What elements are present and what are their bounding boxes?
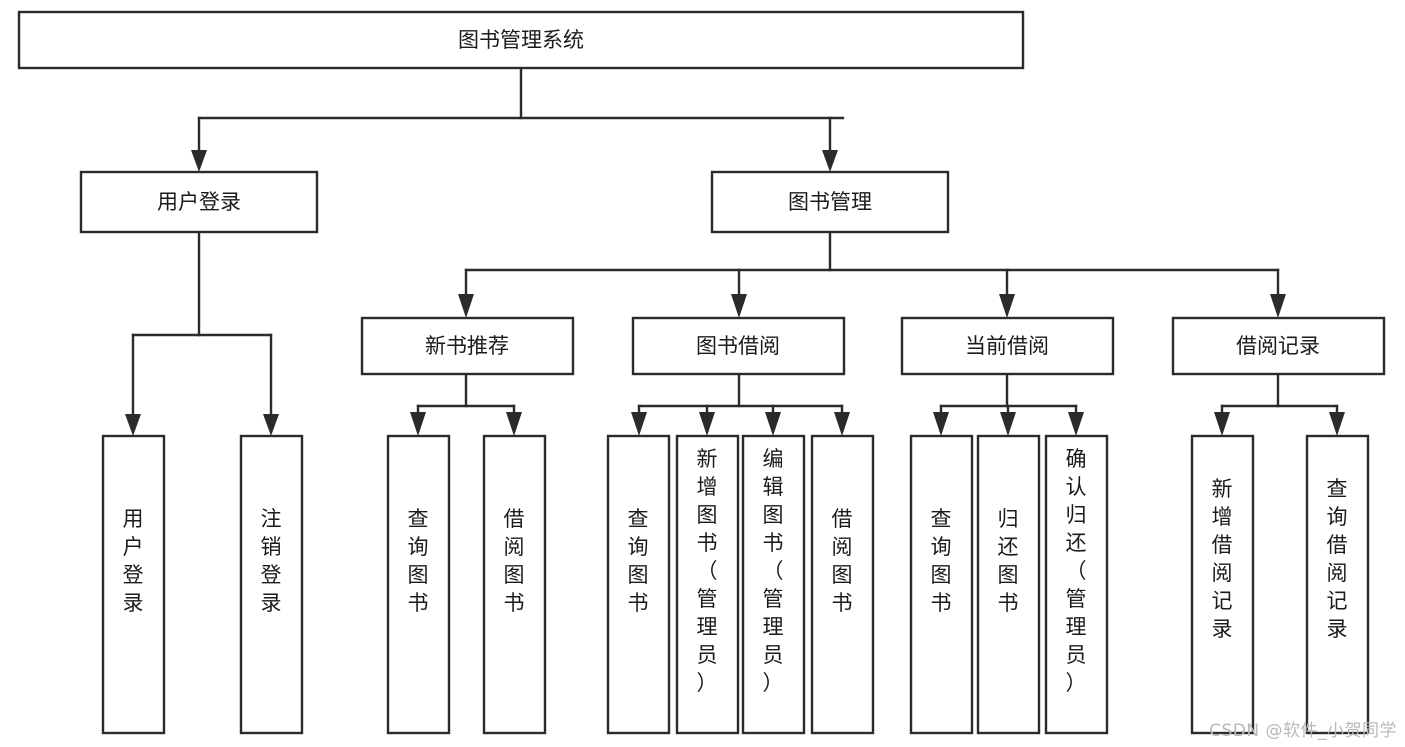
node-leaf-add-record-label: 新增借阅记录	[1212, 477, 1233, 641]
node-leaf-borrow-book-2-label: 借阅图书	[832, 507, 853, 615]
connector-layer	[125, 66, 1345, 436]
node-book-manage[interactable]: 图书管理	[710, 170, 950, 234]
arrow-to-book-borrow	[731, 294, 747, 318]
arrow-to-new-book	[458, 294, 474, 318]
node-leaf-confirm-return-label: 确认归还（管理员）	[1066, 447, 1087, 695]
node-root-label: 图书管理系统	[458, 28, 584, 52]
node-leaf-query-book-3-label: 查询图书	[931, 507, 952, 615]
node-leaf-borrow-book-2-box[interactable]	[810, 434, 875, 735]
node-leaf-logout[interactable]: 注销登录	[239, 434, 304, 735]
node-leaf-query-book-2[interactable]: 查询图书	[606, 434, 671, 735]
node-leaf-query-book-2-box[interactable]	[606, 434, 671, 735]
arrow-to-current-borrow	[999, 294, 1015, 318]
node-leaf-user-login[interactable]: 用户登录	[101, 434, 166, 735]
node-leaf-query-book-1-label: 查询图书	[408, 507, 429, 615]
node-leaf-user-login-box[interactable]	[101, 434, 166, 735]
arrow-leaf-borrow-book-1	[506, 412, 522, 436]
node-new-book-recommend-label: 新书推荐	[425, 334, 509, 358]
node-leaf-query-record-box[interactable]	[1305, 434, 1370, 735]
node-leaf-add-book-box[interactable]	[675, 434, 740, 735]
arrow-leaf-add-record	[1214, 412, 1230, 436]
node-book-borrow[interactable]: 图书借阅	[631, 316, 846, 376]
node-root-box[interactable]	[17, 10, 1025, 70]
node-leaf-borrow-book-1-label: 借阅图书	[504, 507, 525, 615]
node-borrow-record-box[interactable]	[1171, 316, 1386, 376]
node-book-borrow-box[interactable]	[631, 316, 846, 376]
node-leaf-edit-book[interactable]: 编辑图书（管理员）	[741, 434, 806, 735]
node-leaf-add-book-label: 新增图书（管理员）	[697, 447, 718, 695]
node-user-login[interactable]: 用户登录	[79, 170, 319, 234]
node-user-login-label: 用户登录	[157, 190, 241, 214]
arrow-leaf-add-book	[699, 412, 715, 436]
node-leaf-return-book-box[interactable]	[976, 434, 1041, 735]
arrow-leaf-logout	[263, 414, 279, 436]
node-book-borrow-label: 图书借阅	[696, 334, 780, 358]
node-leaf-logout-box[interactable]	[239, 434, 304, 735]
node-root[interactable]: 图书管理系统	[17, 10, 1025, 70]
node-borrow-record[interactable]: 借阅记录	[1171, 316, 1386, 376]
arrow-to-user-login	[191, 150, 207, 172]
node-book-manage-box[interactable]	[710, 170, 950, 234]
arrow-to-borrow-record	[1270, 294, 1286, 318]
arrow-leaf-edit-book	[765, 412, 781, 436]
node-leaf-query-record-label: 查询借阅记录	[1327, 477, 1348, 641]
node-leaf-query-book-3[interactable]: 查询图书	[909, 434, 974, 735]
node-leaf-return-book[interactable]: 归还图书	[976, 434, 1041, 735]
arrow-leaf-borrow-book-2	[834, 412, 850, 436]
node-new-book-recommend-box[interactable]	[360, 316, 575, 376]
node-leaf-borrow-book-1-box[interactable]	[482, 434, 547, 735]
arrow-leaf-return-book	[1000, 412, 1016, 436]
node-leaf-query-book-3-box[interactable]	[909, 434, 974, 735]
arrow-leaf-query-book-2	[631, 412, 647, 436]
node-leaf-edit-book-box[interactable]	[741, 434, 806, 735]
node-leaf-borrow-book-2[interactable]: 借阅图书	[810, 434, 875, 735]
node-leaf-edit-book-label: 编辑图书（管理员）	[763, 447, 784, 695]
arrow-leaf-confirm-return	[1068, 412, 1084, 436]
arrow-leaf-query-book-3	[933, 412, 949, 436]
node-leaf-return-book-label: 归还图书	[998, 507, 1019, 615]
node-book-manage-label: 图书管理	[788, 190, 872, 214]
node-current-borrow-label: 当前借阅	[965, 334, 1049, 358]
arrow-leaf-user-login	[125, 414, 141, 436]
node-leaf-confirm-return[interactable]: 确认归还（管理员）	[1044, 434, 1109, 735]
node-leaf-logout-label: 注销登录	[261, 507, 282, 615]
node-leaf-query-book-1[interactable]: 查询图书	[386, 434, 451, 735]
arrow-leaf-query-record	[1329, 412, 1345, 436]
arrow-to-book-manage	[822, 150, 838, 172]
node-new-book-recommend[interactable]: 新书推荐	[360, 316, 575, 376]
node-borrow-record-label: 借阅记录	[1236, 334, 1320, 358]
node-leaf-query-book-1-box[interactable]	[386, 434, 451, 735]
node-leaf-borrow-book-1[interactable]: 借阅图书	[482, 434, 547, 735]
node-leaf-add-book[interactable]: 新增图书（管理员）	[675, 434, 740, 735]
node-current-borrow-box[interactable]	[900, 316, 1115, 376]
node-leaf-add-record[interactable]: 新增借阅记录	[1190, 434, 1255, 735]
node-leaf-user-login-label: 用户登录	[123, 507, 144, 615]
arrow-leaf-query-book-1	[410, 412, 426, 436]
node-leaf-add-record-box[interactable]	[1190, 434, 1255, 735]
node-leaf-query-book-2-label: 查询图书	[628, 507, 649, 615]
node-leaf-confirm-return-box[interactable]	[1044, 434, 1109, 735]
node-leaf-query-record[interactable]: 查询借阅记录	[1305, 434, 1370, 735]
node-user-login-box[interactable]	[79, 170, 319, 234]
node-current-borrow[interactable]: 当前借阅	[900, 316, 1115, 376]
